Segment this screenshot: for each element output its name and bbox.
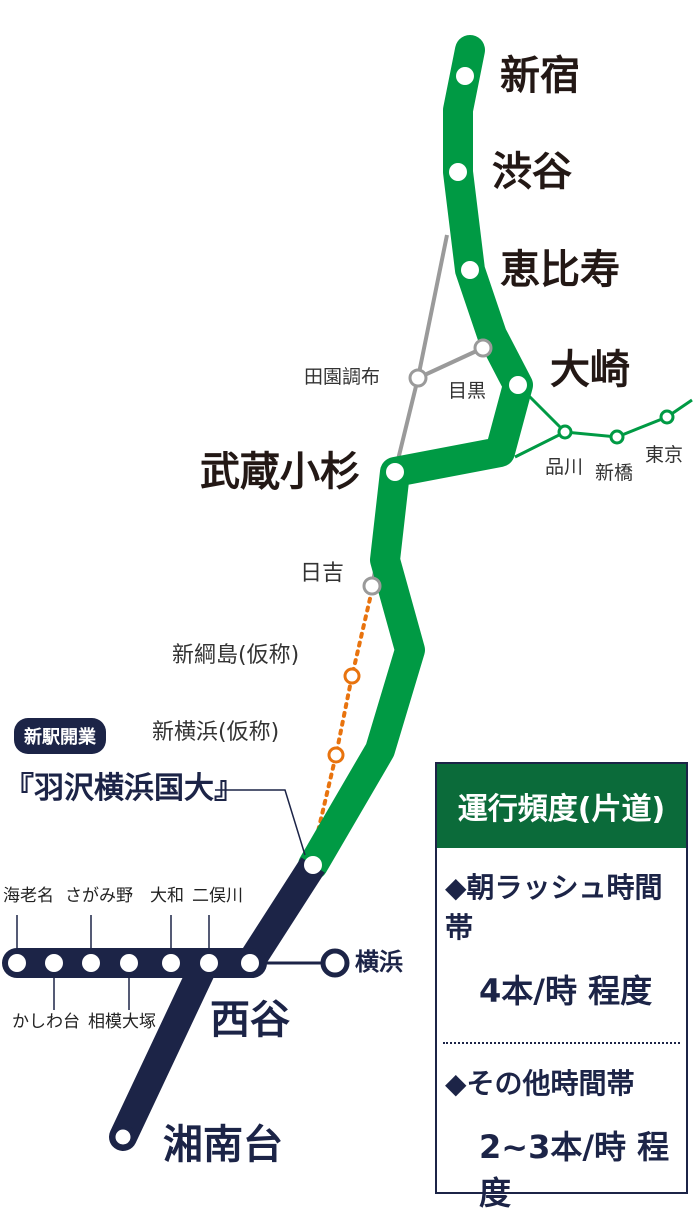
navy-line-shonandai — [109, 949, 219, 1151]
station-shinjuku[interactable] — [456, 67, 474, 85]
station-futamatagawa[interactable] — [200, 954, 218, 972]
rush-value: 4本/時 程度 — [479, 972, 653, 1010]
label-denenchofu: 田園調布 — [304, 366, 381, 388]
label-shinagawa: 品川 — [545, 456, 584, 478]
navy-line-upper — [238, 857, 325, 971]
other-section: ◆その他時間帯 2~3本/時 程度 — [437, 1044, 686, 1214]
station-ebisu[interactable] — [461, 261, 479, 279]
label-shintsunashima: 新綱島(仮称) — [172, 643, 300, 668]
station-kashiwadai[interactable] — [45, 954, 63, 972]
rush-label: ◆朝ラッシュ時間帯 — [445, 871, 663, 944]
station-nishiya[interactable] — [241, 954, 259, 972]
label-sagamino: さがみ野 — [65, 886, 133, 906]
station-shintsunashima[interactable] — [343, 667, 361, 685]
gray-line-toyoko — [393, 234, 449, 473]
station-sagamino[interactable] — [82, 954, 100, 972]
label-hazawa: 『羽沢横浜国大』 — [4, 771, 244, 806]
station-sagamiotsuka[interactable] — [120, 954, 138, 972]
label-kashiwadai: かしわ台 — [12, 1012, 80, 1032]
label-osaki: 大崎 — [550, 347, 630, 393]
green-main-line — [298, 35, 533, 880]
station-hazawa[interactable] — [304, 856, 322, 874]
gray-line-meguro — [417, 346, 484, 380]
other-value: 2~3本/時 程度 — [479, 1128, 670, 1212]
station-shonandai[interactable] — [110, 1124, 136, 1150]
station-musashikosugi[interactable] — [386, 463, 404, 481]
divider — [443, 1042, 680, 1044]
label-sagamiotsuka: 相模大塚 — [88, 1012, 156, 1032]
station-osaki[interactable] — [509, 376, 527, 394]
label-shimbashi: 新橋 — [595, 462, 634, 484]
label-meguro: 目黒 — [448, 380, 487, 402]
station-hiyoshi[interactable] — [362, 576, 382, 596]
label-tokyo: 東京 — [645, 444, 684, 466]
station-denenchofu[interactable] — [408, 368, 428, 388]
label-yokohama: 横浜 — [355, 948, 403, 976]
stations — [8, 67, 675, 1150]
station-ebina[interactable] — [8, 954, 26, 972]
station-yamato[interactable] — [162, 954, 180, 972]
label-futamatagawa: 二俣川 — [192, 886, 243, 906]
label-musashikosugi: 武蔵小杉 — [200, 449, 360, 495]
label-shibuya: 渋谷 — [492, 149, 572, 195]
station-shinagawa[interactable] — [557, 424, 573, 440]
label-ebisu: 恵比寿 — [500, 247, 620, 293]
rush-section: ◆朝ラッシュ時間帯 4本/時 程度 — [437, 848, 686, 1012]
label-nishiya: 西谷 — [210, 997, 290, 1043]
station-yokohama[interactable] — [320, 948, 350, 978]
other-label: ◆その他時間帯 — [445, 1067, 635, 1100]
label-yamato: 大和 — [150, 886, 184, 906]
new-station-badge: 新駅開業 — [14, 718, 106, 754]
label-shinjuku: 新宿 — [500, 53, 580, 99]
orange-dotted-line — [314, 588, 374, 842]
label-shonandai: 湘南台 — [163, 1122, 283, 1168]
label-shinyokohama: 新横浜(仮称) — [152, 720, 280, 745]
frequency-box: 運行頻度(片道) ◆朝ラッシュ時間帯 4本/時 程度 ◆その他時間帯 2~3本/… — [435, 762, 688, 1212]
label-hiyoshi: 日吉 — [300, 561, 345, 586]
frequency-title: 運行頻度(片道) — [437, 764, 686, 848]
station-shibuya[interactable] — [449, 163, 467, 181]
station-shimbashi[interactable] — [609, 429, 625, 445]
station-tokyo[interactable] — [659, 409, 675, 425]
label-ebina: 海老名 — [3, 886, 54, 906]
station-meguro[interactable] — [473, 338, 493, 358]
station-shinyokohama[interactable] — [327, 746, 345, 764]
